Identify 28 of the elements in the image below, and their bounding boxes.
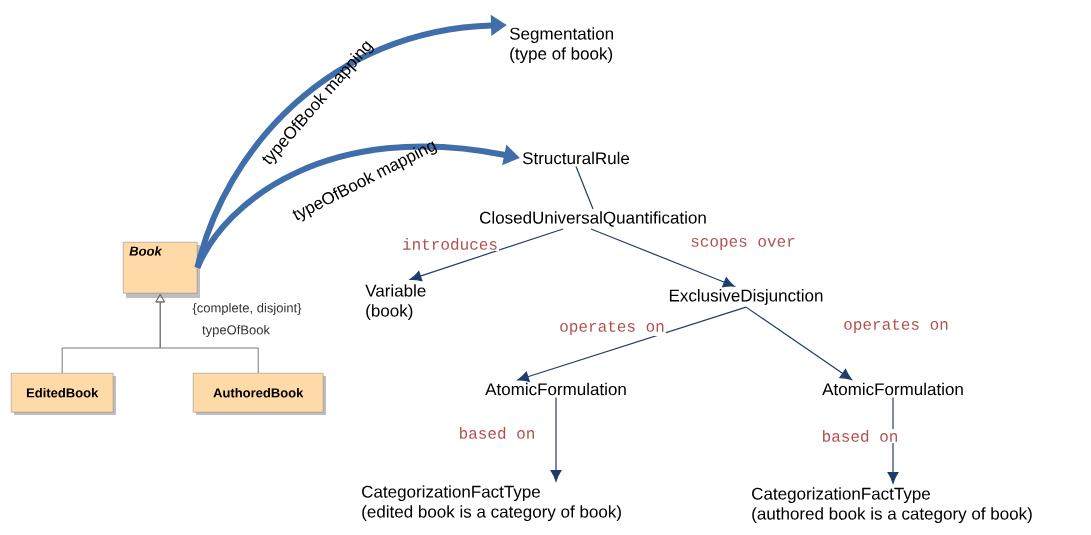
connector-arrow (409, 228, 564, 282)
constraint-label: typeOfBook (202, 324, 270, 338)
node-text: AtomicFormulation (485, 382, 626, 396)
edge-label: operates on (558, 320, 666, 336)
constraint-label: {complete, disjoint} (192, 302, 302, 316)
node-text: CategorizationFactType (authored book is a category of book) (752, 487, 1032, 524)
connector-arrow (887, 396, 899, 484)
edge-label: based on (820, 429, 900, 443)
class-box: Book (123, 242, 200, 298)
node-text: AtomicFormulation (822, 382, 963, 396)
node-text: ExclusiveDisjunction (669, 289, 823, 305)
connector-arrow (590, 228, 735, 288)
edge-label: introduces (401, 237, 499, 251)
node-text: ClosedUniversalQuantification (480, 211, 706, 227)
class-box: AuthoredBook (193, 373, 326, 415)
edge-label: operates on (842, 318, 950, 334)
edge-label: scopes over (689, 237, 797, 251)
node-text: CategorizationFactType (edited book is a category of book) (362, 485, 621, 522)
connector-arrow (155, 293, 259, 374)
class-box: EditedBook (11, 373, 116, 415)
node-text: Variable (book) (365, 284, 426, 321)
connector-arrow (550, 396, 562, 482)
connector-line (575, 165, 594, 210)
node-text: StructuralRule (522, 151, 630, 165)
node-text: Segmentation (type of book) (510, 27, 613, 64)
connector-arrow (745, 306, 852, 380)
connector-arrow (517, 306, 747, 382)
edge-label: based on (457, 426, 537, 440)
